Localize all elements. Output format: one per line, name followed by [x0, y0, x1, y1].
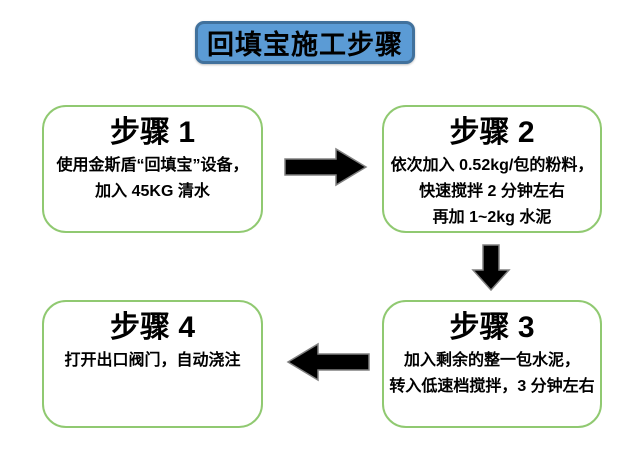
- step-4-line: 打开出口阀门，自动浇注: [64, 352, 241, 369]
- step-4-box: 步骤 4 打开出口阀门，自动浇注: [42, 300, 263, 428]
- step-3-line: 转入低速档搅拌，3 分钟左右: [389, 378, 595, 395]
- arrow-right-icon: [284, 147, 368, 187]
- step-1-line: 加入 45KG 清水: [95, 183, 210, 200]
- step-2-box: 步骤 2 依次加入 0.52kg/包的粉料， 快速搅拌 2 分钟左右 再加 1~…: [382, 105, 602, 233]
- step-3-title: 步骤 3: [449, 311, 535, 344]
- arrow-left-icon: [286, 342, 370, 382]
- step-2-line: 快速搅拌 2 分钟左右: [419, 183, 565, 200]
- step-1-box: 步骤 1 使用金斯盾“回填宝”设备， 加入 45KG 清水: [42, 105, 263, 233]
- step-1-title: 步骤 1: [109, 116, 196, 149]
- step-2-line: 再加 1~2kg 水泥: [432, 209, 552, 226]
- step-1-line: 使用金斯盾“回填宝”设备，: [56, 157, 249, 174]
- arrow-down-icon: [471, 244, 511, 292]
- title-banner: 回填宝施工步骤: [195, 21, 415, 64]
- step-2-line: 依次加入 0.52kg/包的粉料，: [390, 157, 594, 174]
- step-3-line: 加入剩余的整一包水泥，: [403, 352, 580, 369]
- step-4-title: 步骤 4: [109, 311, 196, 344]
- page-title: 回填宝施工步骤: [207, 30, 403, 60]
- step-3-box: 步骤 3 加入剩余的整一包水泥， 转入低速档搅拌，3 分钟左右: [382, 300, 602, 428]
- step-2-title: 步骤 2: [449, 116, 535, 149]
